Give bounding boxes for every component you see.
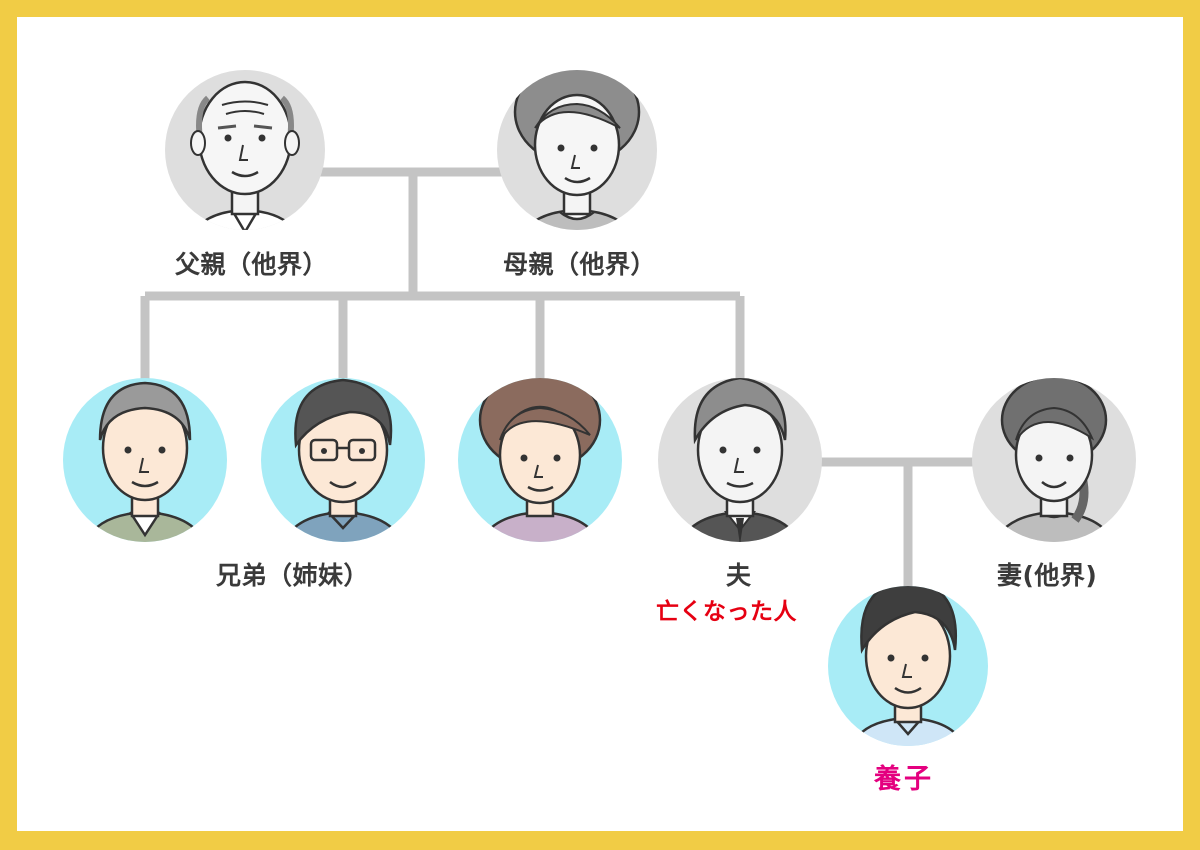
adopted-child-portrait (828, 586, 988, 746)
sibling-portrait-1 (63, 378, 227, 542)
connector-lines (140, 167, 1054, 590)
businessman-icon (678, 378, 802, 542)
middle-aged-woman-icon (478, 378, 602, 542)
deceased-person-label: 亡くなった人 (656, 599, 797, 625)
father-portrait (165, 70, 325, 230)
husband-portrait (658, 378, 822, 542)
wife-portrait (972, 378, 1136, 542)
sibling-portrait-2 (261, 378, 425, 542)
husband-label: 夫 (726, 561, 752, 590)
father-label: 父親（他界） (175, 250, 329, 279)
siblings-label: 兄弟（姉妹） (216, 561, 370, 590)
woman-icon (992, 378, 1116, 542)
adopted-child-label: 養子 (874, 764, 934, 795)
mother-portrait (497, 70, 657, 230)
sibling-portrait-3 (458, 378, 622, 542)
elderly-man-icon (188, 80, 302, 230)
mother-label: 母親（他界） (503, 250, 657, 279)
wife-label: 妻(他界) (997, 561, 1098, 590)
